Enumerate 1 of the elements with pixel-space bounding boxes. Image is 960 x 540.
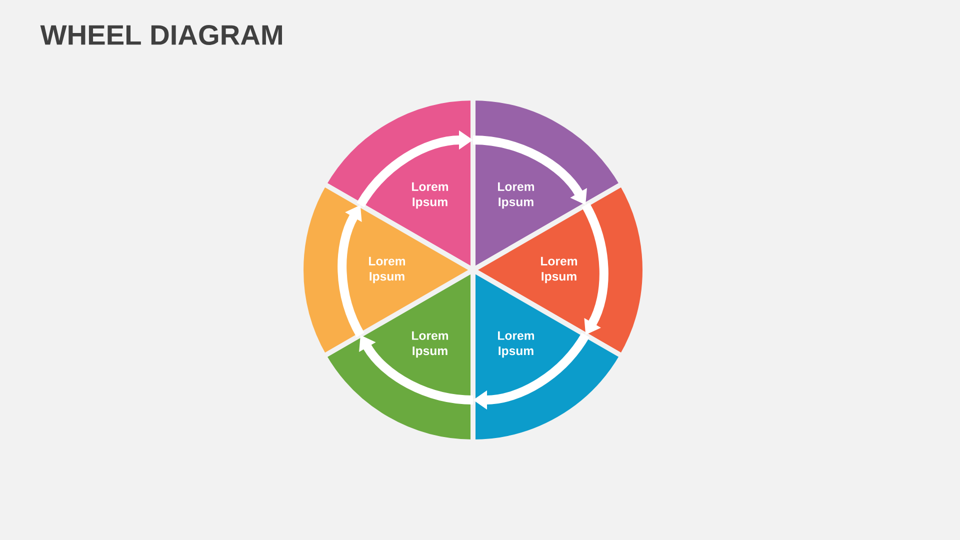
title: WHEEL DIAGRAM — [40, 25, 282, 45]
